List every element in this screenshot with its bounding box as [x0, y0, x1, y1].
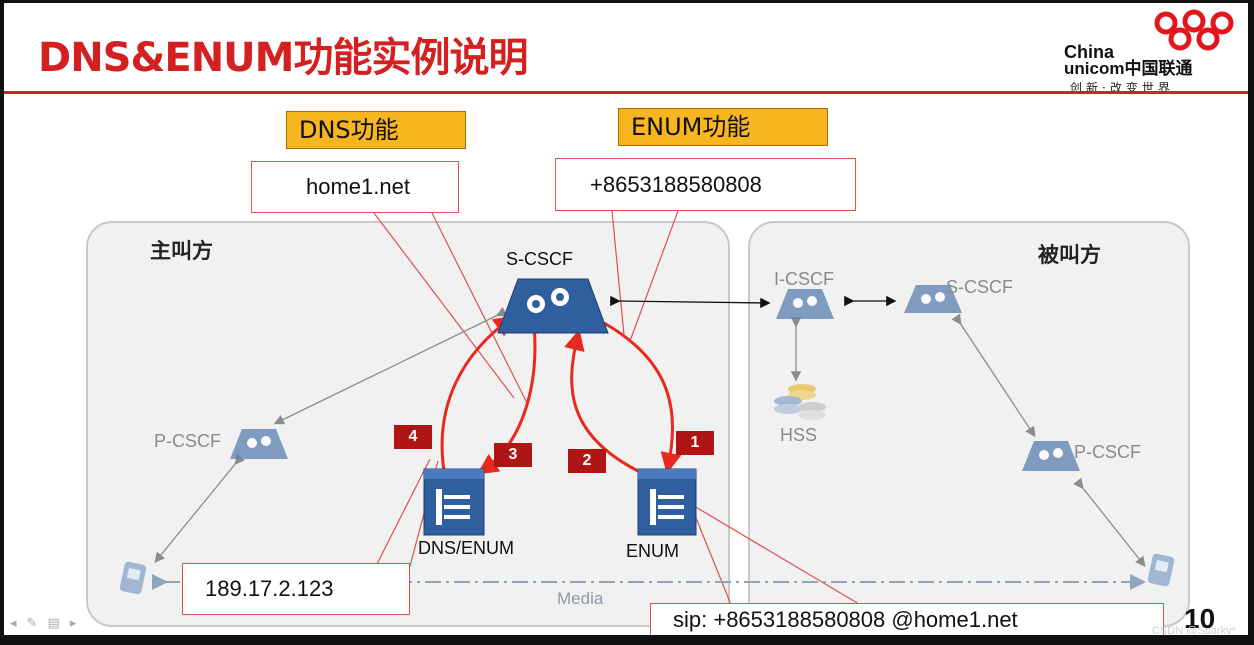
slide: DNS&ENUM功能实例说明 China unicom中国联通 创新·改变世界 …: [4, 3, 1248, 635]
unicom-knot-logo: [1154, 9, 1234, 51]
media-label: Media: [557, 589, 604, 608]
diagram-canvas: [119, 210, 1175, 608]
ip-callout: 189.17.2.123: [182, 563, 410, 615]
step-badge-2: 2: [568, 449, 606, 473]
step-badge-3: 3: [494, 443, 532, 467]
pen-icon[interactable]: ✎: [26, 615, 48, 630]
s-cscf-home-label: S-CSCF: [506, 249, 573, 269]
enum-label: ENUM: [626, 541, 679, 561]
dns-enum-label: DNS/ENUM: [418, 538, 515, 558]
step-badge-1: 1: [676, 431, 714, 455]
domain-callout: home1.net: [251, 161, 459, 213]
s-cscf-remote-label: S-CSCF: [946, 277, 1013, 297]
domain-callout-text: home1.net: [306, 174, 410, 199]
p-cscf-remote-label: P-CSCF: [1074, 442, 1141, 462]
caller-region-label: 主叫方: [150, 239, 213, 263]
i-cscf-label: I-CSCF: [774, 269, 834, 289]
hss-label: HSS: [780, 425, 818, 445]
page-number: 10: [1184, 603, 1216, 634]
next-arrow-icon[interactable]: ▸: [69, 615, 87, 630]
sip-uri-callout-text: sip: +8653188580808 @home1.net: [673, 607, 1018, 632]
logo-unicom-text: unicom中国联通: [1064, 59, 1193, 78]
logo-china-text: China: [1064, 42, 1115, 62]
s-cscf-home-icon: [497, 278, 609, 334]
number-callout-text: +8653188580808: [590, 171, 762, 197]
menu-icon[interactable]: ▤: [47, 615, 70, 630]
title-rule: [4, 91, 1248, 94]
enum-function-tag: ENUM功能: [618, 108, 828, 146]
ip-callout-text: 189.17.2.123: [205, 576, 334, 601]
sip-uri-callout: sip: +8653188580808 @home1.net: [650, 603, 1164, 635]
number-callout: +8653188580808: [555, 158, 856, 211]
csdn-watermark: CSDN @Sparky*: [1152, 625, 1236, 635]
dns-function-tag: DNS功能: [286, 111, 466, 149]
p-cscf-home-label: P-CSCF: [154, 431, 221, 451]
slide-title: DNS&ENUM功能实例说明: [38, 35, 528, 81]
slideshow-toolbar[interactable]: ◂✎▤▸: [10, 615, 86, 631]
prev-arrow-icon[interactable]: ◂: [10, 615, 27, 630]
step-badge-4: 4: [394, 425, 432, 449]
callee-region-label: 被叫方: [1038, 243, 1101, 267]
